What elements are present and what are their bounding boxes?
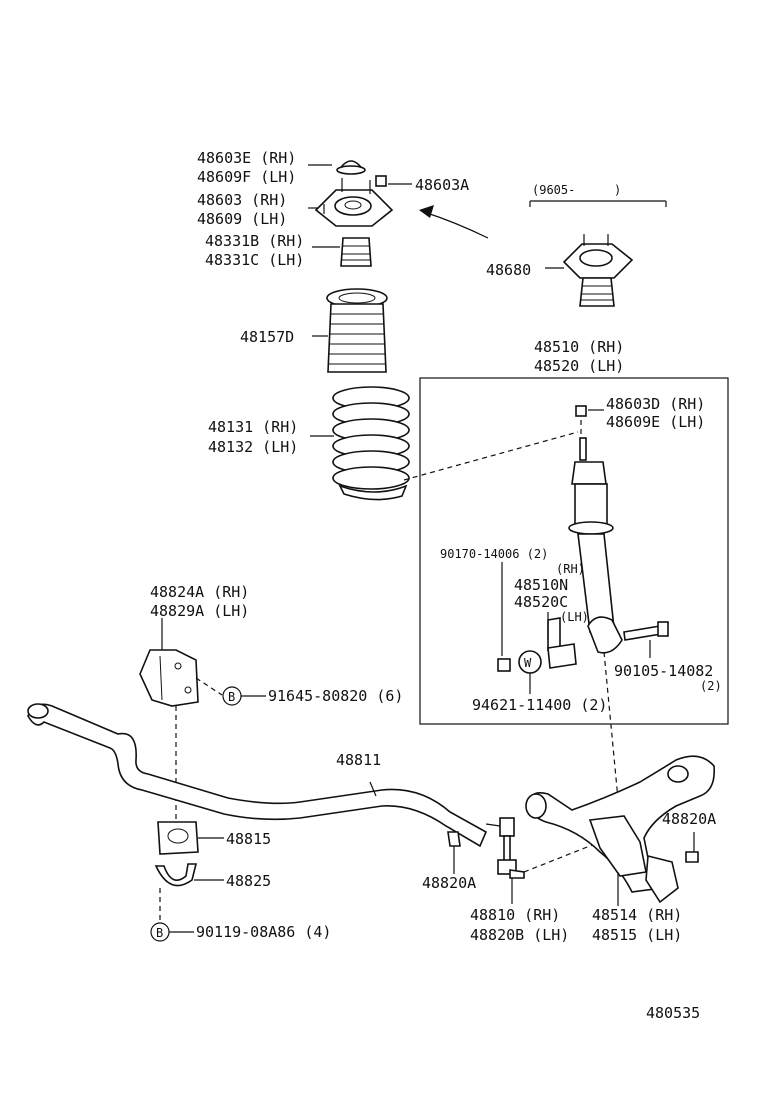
- bolt-icon: [623, 621, 669, 641]
- label-48810: 48810 (RH): [470, 906, 560, 924]
- label-48514: 48514 (RH): [592, 906, 682, 924]
- label-48609F: 48609F (LH): [197, 168, 296, 186]
- coil-spring-icon: [332, 386, 410, 501]
- label-lh-small: (LH): [560, 610, 589, 624]
- label-rh-small: (RH): [556, 562, 585, 576]
- bound-stopper-icon: [340, 237, 372, 267]
- label-48331C: 48331C (LH): [205, 251, 304, 269]
- label-48132: 48132 (LH): [208, 438, 298, 456]
- label-48609E: 48609E (LH): [606, 413, 705, 431]
- clamp-icon: [154, 863, 198, 887]
- label-48603E: 48603E (RH): [197, 149, 296, 167]
- label-48510N: 48510N: [514, 576, 568, 594]
- label-94621: 94621-11400 (2): [472, 696, 607, 714]
- label-48680: 48680: [486, 261, 531, 279]
- label-48811: 48811: [336, 751, 381, 769]
- dust-boot-icon: [326, 288, 388, 373]
- label-48515: 48515 (LH): [592, 926, 682, 944]
- label-48829A: 48829A (LH): [150, 602, 249, 620]
- badge-b: B: [222, 686, 242, 706]
- label-48510: 48510 (RH): [534, 338, 624, 356]
- label-48603D: 48603D (RH): [606, 395, 705, 413]
- svg-text:B: B: [228, 690, 235, 704]
- collar-icon: [547, 617, 577, 669]
- label-48820A-right: 48820A: [662, 810, 716, 828]
- washer-letter: W: [524, 656, 532, 670]
- label-9605: (9605-: [532, 183, 575, 197]
- label-90105: 90105-14082: [614, 662, 713, 680]
- badge-b: B: [150, 922, 170, 942]
- lower-arm-icon: [525, 755, 716, 904]
- label-48157D: 48157D: [240, 328, 294, 346]
- label-48820B: 48820B (LH): [470, 926, 569, 944]
- label-48820A-left: 48820A: [422, 874, 476, 892]
- alt-upper-support-icon: [562, 234, 634, 307]
- nut-icon: [447, 831, 461, 847]
- label-48603A: 48603A: [415, 176, 469, 194]
- bushing-icon: [157, 821, 199, 855]
- nut-icon: [497, 658, 511, 672]
- label-91645: 91645-80820 (6): [268, 687, 403, 705]
- label-48520: 48520 (LH): [534, 357, 624, 375]
- dust-cap-icon: [336, 160, 366, 175]
- stabilizer-bar-icon: [27, 703, 488, 848]
- label-48131: 48131 (RH): [208, 418, 298, 436]
- figure-number: 480535: [646, 1004, 700, 1022]
- stabilizer-link-icon: [485, 817, 525, 879]
- shock-absorber-icon: [568, 405, 623, 654]
- label-90119: 90119-08A86 (4): [196, 923, 331, 941]
- nut-icon: [685, 851, 699, 863]
- upper-support-icon: [314, 178, 394, 227]
- shock-absorber-box: [419, 377, 729, 725]
- svg-text:B: B: [156, 926, 163, 940]
- label-90105-qty: (2): [700, 679, 722, 693]
- label-90170: 90170-14006 (2): [440, 547, 548, 561]
- label-9605-close: ): [614, 183, 621, 197]
- label-48603: 48603 (RH): [197, 191, 287, 209]
- label-48609: 48609 (LH): [197, 210, 287, 228]
- label-48815: 48815: [226, 830, 271, 848]
- label-48824A: 48824A (RH): [150, 583, 249, 601]
- label-48331B: 48331B (RH): [205, 232, 304, 250]
- nut-icon: [375, 175, 387, 187]
- label-48520C: 48520C: [514, 593, 568, 611]
- label-48825: 48825: [226, 872, 271, 890]
- bracket-icon: [139, 649, 199, 707]
- washer-icon: W: [518, 650, 542, 674]
